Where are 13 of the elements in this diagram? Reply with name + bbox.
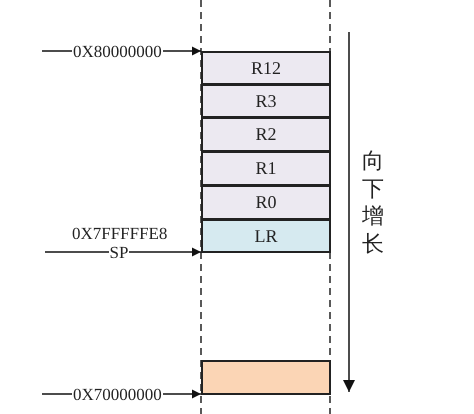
stack-slot: R0 <box>201 185 331 220</box>
stack-slot: R3 <box>201 84 331 118</box>
edge-label: 0X70000000 <box>72 386 163 402</box>
arrow <box>45 248 201 256</box>
edge-label: 0X80000000 <box>72 42 163 60</box>
stack-slot: R1 <box>201 151 331 186</box>
direction-label: 向下增长 <box>362 148 385 258</box>
stack-slot: R2 <box>201 117 331 152</box>
address-label: 0X7FFFFFE8 <box>72 225 168 242</box>
stack-slot: R12 <box>201 51 331 85</box>
stack-slot: LR <box>201 219 331 253</box>
edge-label: SP <box>108 244 130 260</box>
empty-memory-block <box>201 360 331 395</box>
